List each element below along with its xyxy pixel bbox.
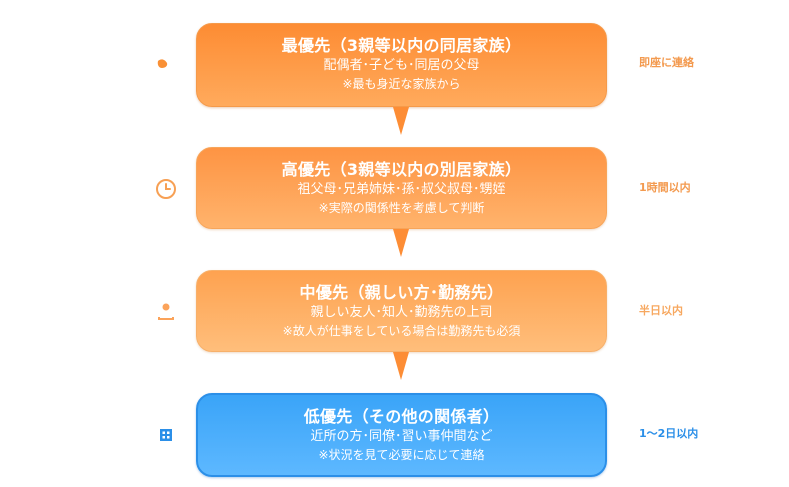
priority-box-high: 高優先（3親等以内の別居家族） 祖父母･兄弟姉妹･孫･叔父叔母･甥姪 ※実際の関… <box>196 147 607 229</box>
person-icon <box>155 300 177 328</box>
priority-title: 中優先（親しい方･勤務先） <box>299 283 504 302</box>
down-arrow-icon <box>393 352 409 380</box>
priority-members: 祖父母･兄弟姉妹･孫･叔父叔母･甥姪 <box>297 182 506 197</box>
clock-icon <box>155 178 177 204</box>
priority-note: ※最も身近な家族から <box>342 77 461 91</box>
timing-label: 即座に連絡 <box>639 56 694 69</box>
timing-label: 半日以内 <box>639 304 683 317</box>
down-arrow-icon <box>393 229 409 257</box>
priority-note: ※故人が仕事をしている場合は勤務先も必須 <box>282 324 521 338</box>
timing-label: 1時間以内 <box>639 181 691 194</box>
priority-members: 近所の方･同僚･習い事仲間など <box>310 429 493 444</box>
building-icon <box>160 426 172 445</box>
down-arrow-icon <box>393 107 409 135</box>
priority-title: 最優先（3親等以内の同居家族） <box>281 36 522 55</box>
priority-note: ※実際の関係性を考慮して判断 <box>318 201 485 215</box>
timing-label: 1〜2日以内 <box>639 427 699 440</box>
priority-title: 高優先（3親等以内の別居家族） <box>281 160 522 179</box>
flame-icon <box>155 55 171 75</box>
priority-box-highest: 最優先（3親等以内の同居家族） 配偶者･子ども･同居の父母 ※最も身近な家族から <box>196 23 607 107</box>
priority-members: 配偶者･子ども･同居の父母 <box>323 58 480 73</box>
priority-members: 親しい友人･知人･勤務先の上司 <box>310 305 493 320</box>
priority-title: 低優先（その他の関係者） <box>303 407 500 426</box>
priority-note: ※状況を見て必要に応じて連絡 <box>318 448 485 462</box>
priority-box-medium: 中優先（親しい方･勤務先） 親しい友人･知人･勤務先の上司 ※故人が仕事をしてい… <box>196 270 607 352</box>
priority-box-low: 低優先（その他の関係者） 近所の方･同僚･習い事仲間など ※状況を見て必要に応じ… <box>196 393 607 477</box>
